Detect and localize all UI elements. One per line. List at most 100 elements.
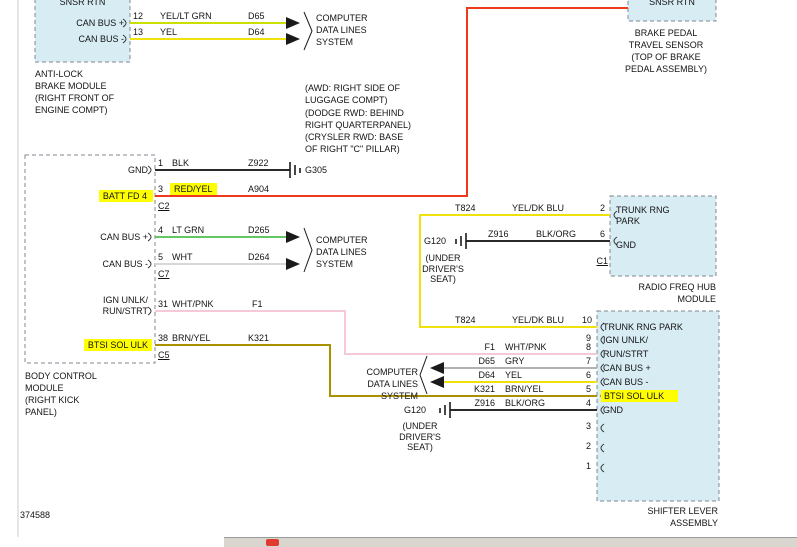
pin-label: IGN UNLK/ xyxy=(603,335,649,345)
radio-freq-hub-box xyxy=(609,195,717,277)
pin-label: RUN/STRT xyxy=(603,349,649,359)
pin-label: CAN BUS + xyxy=(76,18,124,28)
wire-color-label: BLK xyxy=(172,158,190,168)
pin-number: 31 xyxy=(158,299,169,309)
radio-freq-hub-caption: RADIO FREQ HUB MODULE xyxy=(638,282,716,304)
computer-data-lines-note: COMPUTER DATA LINES SYSTEM xyxy=(316,13,368,47)
arrow-left-icon xyxy=(430,376,444,388)
g120-label: G120 xyxy=(404,405,427,415)
wire-color-label: YEL/DK BLU xyxy=(512,315,565,325)
wire-bcm-a904 xyxy=(155,7,628,197)
circuit-code-label: F1 xyxy=(484,342,495,352)
circuit-code-label: D264 xyxy=(248,252,270,262)
sensor-caption: BRAKE PEDAL TRAVEL SENSOR (TOP OF BRAKE … xyxy=(624,28,708,74)
pin-label: CAN BUS + xyxy=(603,363,651,373)
pin-number: 12 xyxy=(133,11,144,21)
pin-number: 5 xyxy=(158,252,164,262)
g120-location-note: (UNDER DRIVER'S SEAT) xyxy=(399,421,441,452)
circuit-code-label: Z916 xyxy=(488,229,509,239)
circuit-code-label: Z916 xyxy=(474,398,495,408)
sensor-top-pin-label: SNSR RTN xyxy=(649,0,695,7)
pin-number: 4 xyxy=(158,225,164,235)
pin-number: 6 xyxy=(586,370,592,380)
connector-label: C7 xyxy=(158,269,170,279)
circuit-code-label: Z922 xyxy=(248,158,269,168)
pin-number: 13 xyxy=(133,27,144,37)
pin-number: 2 xyxy=(586,441,592,451)
pin-label-highlighted: BTSI SOL ULK xyxy=(83,339,152,351)
wire-bcm-k321 xyxy=(155,344,597,397)
wire-color-label: YEL xyxy=(505,370,523,380)
pin-label: GND xyxy=(603,405,623,415)
circuit-code-label: D65 xyxy=(478,356,495,366)
brake-pedal-sensor-box xyxy=(627,0,717,22)
g120-location-note: (UNDER DRIVER'S SEAT) xyxy=(422,253,464,284)
g305-location-note: (AWD: RIGHT SIDE OF LUGGAGE COMPT) (DODG… xyxy=(305,83,412,155)
wire-color-label: WHT/PNK xyxy=(505,342,547,352)
pin-label: IGN UNLK/ RUN/STRT xyxy=(102,295,148,316)
pin-label: GND xyxy=(616,240,636,250)
ground-symbol-g120-upper xyxy=(455,233,467,249)
wire-color-label: YEL xyxy=(160,27,178,37)
pin-number: 1 xyxy=(158,158,164,168)
group-bracket-icon xyxy=(303,11,313,51)
pin-label: TRUNK RNG PARK xyxy=(616,205,670,226)
wire-color-label: BRN/YEL xyxy=(505,384,544,394)
bcm-box xyxy=(24,154,156,364)
pin-number: 6 xyxy=(600,229,606,239)
circuit-code-label: F1 xyxy=(252,299,263,309)
pin-number: 38 xyxy=(158,333,169,343)
pin-label-highlighted: BATT FD 4 xyxy=(98,190,153,202)
g120-label: G120 xyxy=(424,236,447,246)
circuit-code-label: D65 xyxy=(248,11,265,21)
pin-terminals xyxy=(122,18,618,473)
group-bracket-icon xyxy=(303,227,313,273)
circuit-code-label: T824 xyxy=(455,315,476,325)
wire-bcm-f1 xyxy=(155,310,597,355)
pin-label: TRUNK RNG PARK xyxy=(603,322,683,332)
circuit-code-label: K321 xyxy=(473,384,495,394)
arrow-right-icon xyxy=(286,17,300,29)
pin-number: 10 xyxy=(582,315,593,325)
circuit-code-label: A904 xyxy=(248,184,270,194)
wire-color-label: GRY xyxy=(505,356,525,366)
wire-color-label: WHT/PNK xyxy=(172,299,214,309)
pin-label-highlighted: BTSI SOL ULK xyxy=(601,390,679,402)
group-bracket-icon xyxy=(419,355,428,395)
wire-color-label-highlighted: RED/YEL xyxy=(170,183,217,195)
computer-data-lines-note: COMPUTER DATA LINES SYSTEM xyxy=(316,235,368,269)
wire-color-label: BLK/ORG xyxy=(536,229,577,239)
arrow-right-icon xyxy=(286,231,300,243)
pin-number: 1 xyxy=(586,461,592,471)
pin-number: 8 xyxy=(586,342,592,352)
wire-color-label: LT GRN xyxy=(172,225,205,235)
ground-symbol-g120-lower xyxy=(439,402,451,418)
arrow-right-icon xyxy=(286,33,300,45)
bcm-caption: BODY CONTROL MODULE (RIGHT KICK PANEL) xyxy=(25,371,97,417)
ground-symbol-g305 xyxy=(289,162,301,178)
abs-module-caption: ANTI-LOCK BRAKE MODULE (RIGHT FRONT OF E… xyxy=(35,69,115,115)
wire-color-label: WHT xyxy=(172,252,193,262)
connector-label: C2 xyxy=(158,201,170,211)
wire-color-label: BRN/YEL xyxy=(172,333,211,343)
pin-number: 2 xyxy=(600,203,606,213)
wire-color-label: YEL/LT GRN xyxy=(160,11,212,21)
pin-number: 9 xyxy=(586,333,592,343)
connector-label: C1 xyxy=(596,256,608,266)
page-number: 374588 xyxy=(20,510,51,520)
g305-label: G305 xyxy=(305,165,328,175)
shifter-box xyxy=(596,310,720,502)
circuit-code-label: K321 xyxy=(248,333,270,343)
pin-label: CAN BUS - xyxy=(102,259,148,269)
pin-label: GND xyxy=(128,165,148,175)
shifter-caption: SHIFTER LEVER ASSEMBLY xyxy=(647,506,718,528)
wire-t824 xyxy=(419,214,610,328)
computer-data-lines-note: COMPUTER DATA LINES SYSTEM xyxy=(366,367,419,401)
taskbar-icon[interactable] xyxy=(266,539,279,546)
abs-top-pin-label: SNSR RTN xyxy=(59,0,106,7)
pin-label: CAN BUS - xyxy=(603,377,649,387)
pin-label: CAN BUS - xyxy=(78,34,124,44)
connector-label: C5 xyxy=(158,350,170,360)
pin-label: CAN BUS + xyxy=(100,232,148,242)
